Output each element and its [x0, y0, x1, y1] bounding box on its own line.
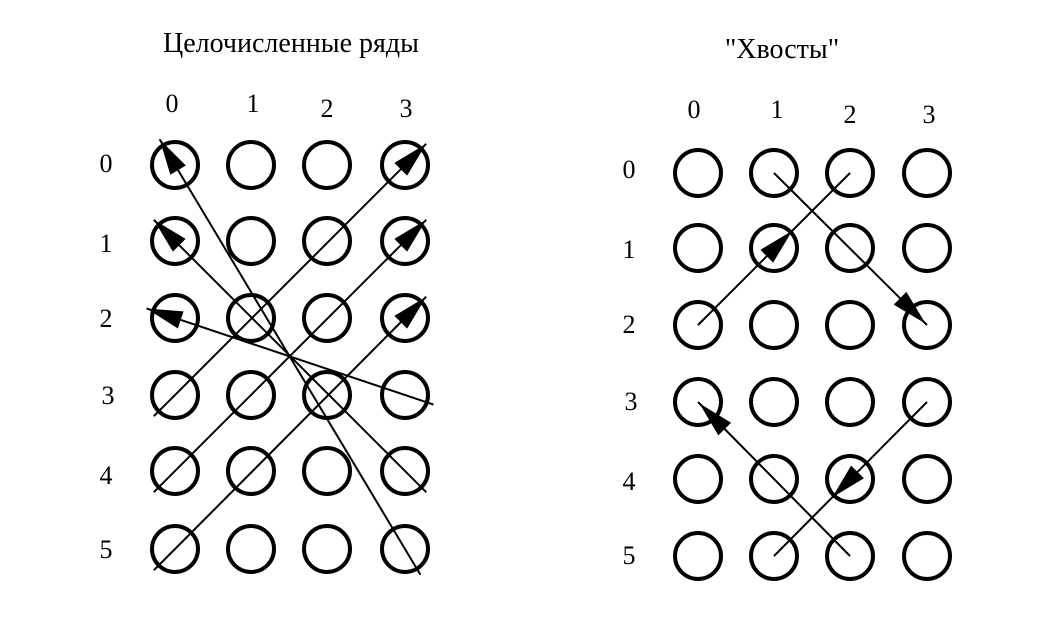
grid-node [902, 377, 952, 427]
diagram-title: "Хвосты" [725, 34, 839, 65]
row-label: 2 [100, 304, 113, 333]
row-label: 5 [100, 535, 113, 564]
column-labels: 0 1 2 3 [688, 95, 936, 129]
grid-node [150, 293, 200, 343]
arrow-head [394, 219, 427, 252]
grid-node [825, 454, 875, 504]
row-label: 3 [102, 381, 115, 410]
column-label: 1 [771, 95, 784, 124]
grid-node [302, 293, 352, 343]
grid-node [749, 148, 799, 198]
arrow-head [159, 139, 186, 175]
diagram-title: Целочисленные ряды [163, 28, 419, 59]
row-label: 4 [100, 461, 113, 490]
arrow-head [153, 219, 186, 252]
grid-node [749, 223, 799, 273]
path-line [153, 296, 427, 571]
path-group [697, 172, 928, 557]
grid-node [150, 140, 200, 190]
grid-node [902, 148, 952, 198]
arrow-head [146, 308, 184, 329]
row-labels: 0 1 2 3 4 5 [623, 155, 638, 570]
grid-node [825, 531, 875, 581]
grid-node [825, 148, 875, 198]
grid-node [380, 293, 430, 343]
row-label: 2 [623, 310, 636, 339]
grid-node [302, 524, 352, 574]
row-labels: 0 1 2 3 4 5 [100, 149, 115, 564]
diagram-tails: "Хвосты" 0 1 2 3 0 1 2 3 4 5 [623, 34, 952, 581]
arrow-head [760, 230, 793, 263]
path-line [153, 143, 427, 417]
grid-node [150, 446, 200, 496]
grid-node [673, 148, 723, 198]
row-label: 5 [623, 541, 636, 570]
path-line [153, 219, 427, 493]
grid-node [673, 300, 723, 350]
row-label: 0 [623, 155, 636, 184]
grid-node [902, 300, 952, 350]
grid-node [673, 454, 723, 504]
grid-node [226, 446, 276, 496]
grid-node [380, 524, 430, 574]
grid-node [902, 531, 952, 581]
grid-node [902, 223, 952, 273]
grid-node [226, 370, 276, 420]
grid-node [226, 140, 276, 190]
grid-node [749, 454, 799, 504]
row-label: 3 [625, 387, 638, 416]
column-label: 1 [247, 89, 260, 118]
arrow-head [893, 291, 926, 324]
row-label: 0 [100, 149, 113, 178]
column-label: 0 [688, 95, 701, 124]
grid-node [150, 216, 200, 266]
grid-node [380, 370, 430, 420]
column-label: 3 [400, 94, 413, 123]
grid-node [380, 140, 430, 190]
column-label: 3 [923, 100, 936, 129]
grid-node [380, 216, 430, 266]
grid-node [226, 216, 276, 266]
node-grid [673, 148, 952, 581]
grid-node [302, 216, 352, 266]
grid-node [302, 140, 352, 190]
arrow-head [832, 465, 864, 498]
column-label: 0 [166, 89, 179, 118]
arrow-head [699, 403, 732, 436]
column-label: 2 [844, 100, 857, 129]
grid-node [150, 370, 200, 420]
grid-node [226, 524, 276, 574]
grid-node [302, 446, 352, 496]
grid-node [673, 223, 723, 273]
column-label: 2 [321, 94, 334, 123]
grid-node [150, 524, 200, 574]
diagram-integer-rows: Целочисленные ряды 0 1 2 3 0 1 2 3 4 5 [100, 28, 434, 576]
arrow-head [394, 296, 427, 329]
row-label: 1 [623, 235, 636, 264]
grid-node [825, 300, 875, 350]
grid-node [226, 293, 276, 343]
grid-node [825, 223, 875, 273]
grid-node [749, 300, 799, 350]
arrow-head [394, 143, 427, 176]
grid-node [749, 377, 799, 427]
column-labels: 0 1 2 3 [166, 89, 413, 123]
path-group [146, 138, 434, 576]
grid-node [380, 446, 430, 496]
grid-node [749, 531, 799, 581]
node-grid [150, 140, 430, 574]
grid-node [825, 377, 875, 427]
row-label: 4 [623, 467, 636, 496]
grid-node [902, 454, 952, 504]
grid-node [673, 531, 723, 581]
grid-node [673, 377, 723, 427]
row-label: 1 [100, 229, 113, 258]
